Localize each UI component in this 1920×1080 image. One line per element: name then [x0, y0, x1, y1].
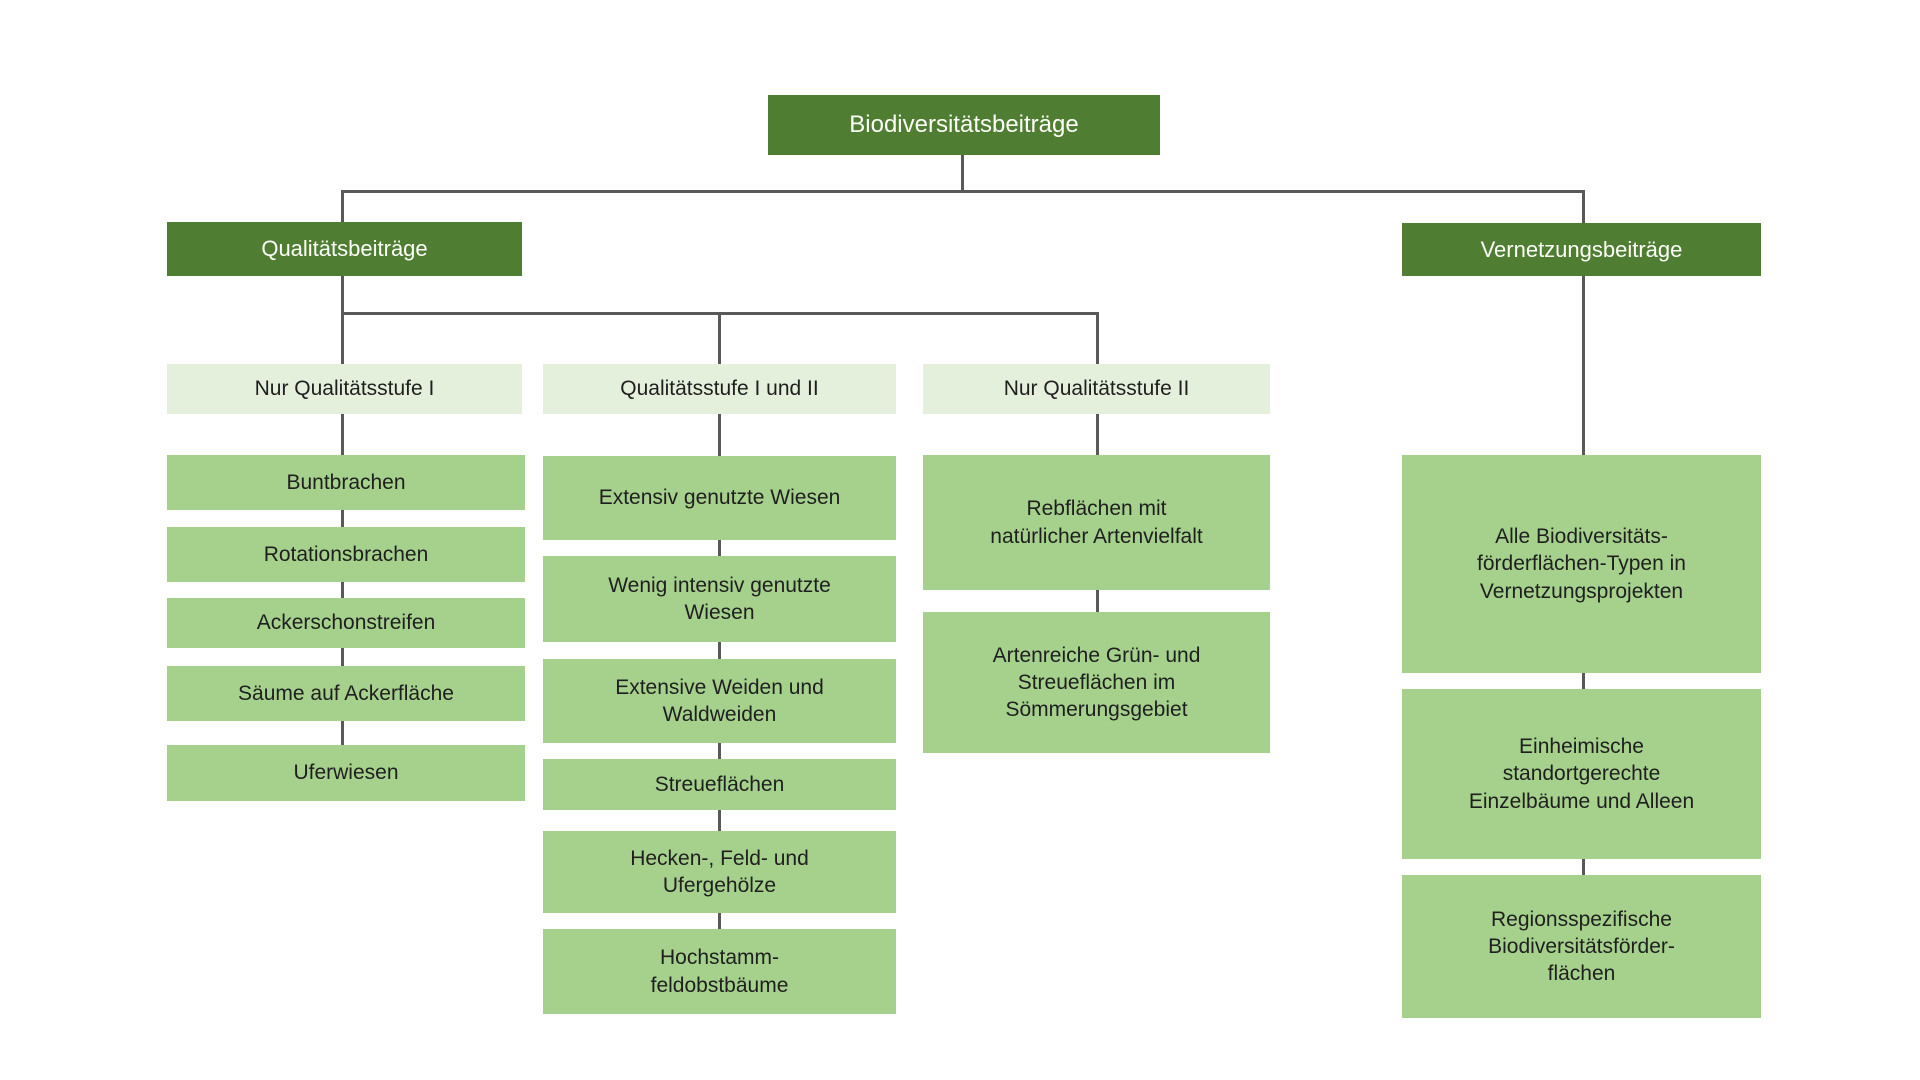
item-node: Wenig intensiv genutzte Wiesen	[543, 556, 896, 642]
quality-branch-node: Qualitätsbeiträge	[167, 222, 522, 276]
connector-col3-link	[1096, 414, 1099, 455]
item-node: Regionsspezifische Biodiversitätsförder-…	[1402, 875, 1761, 1018]
item-node: Säume auf Ackerfläche	[167, 666, 525, 721]
item-node: Hecken-, Feld- und Ufergehölze	[543, 831, 896, 913]
column-header-quality-level-2: Nur Qualitätsstufe II	[923, 364, 1270, 414]
connector-col1-header-drop	[341, 312, 344, 364]
item-node: Ackerschonstreifen	[167, 598, 525, 648]
connector-col2-link	[718, 810, 721, 831]
item-node: Uferwiesen	[167, 745, 525, 801]
connector-col1-link	[341, 510, 344, 527]
item-node: Rebflächen mit natürlicher Artenvielfalt	[923, 455, 1270, 590]
item-node: Buntbrachen	[167, 455, 525, 510]
item-node: Hochstamm- feldobstbäume	[543, 929, 896, 1014]
connector-col3-link	[1096, 590, 1099, 612]
connector-quality-down	[341, 276, 344, 312]
connector-network-drop	[1582, 190, 1585, 223]
connector-col2-link	[718, 743, 721, 759]
connector-col2-link	[718, 642, 721, 659]
network-branch-node: Vernetzungsbeiträge	[1402, 223, 1761, 276]
connector-root-down	[961, 155, 964, 191]
connector-col2-link	[718, 913, 721, 929]
item-node: Rotationsbrachen	[167, 527, 525, 582]
item-node: Extensiv genutzte Wiesen	[543, 456, 896, 540]
connector-col1-link	[341, 721, 344, 745]
connector-network-down	[1582, 276, 1585, 455]
connector-network-link	[1582, 859, 1585, 875]
connector-col1-link	[341, 414, 344, 455]
connector-col1-link	[341, 648, 344, 666]
connector-col2-link	[718, 540, 721, 556]
connector-top-horizontal	[341, 190, 1585, 193]
connector-col3-header-drop	[1096, 312, 1099, 364]
connector-quality-drop	[341, 190, 344, 222]
item-node: Streueflächen	[543, 759, 896, 810]
item-node: Extensive Weiden und Waldweiden	[543, 659, 896, 743]
item-node: Alle Biodiversitäts- förderflächen-Typen…	[1402, 455, 1761, 673]
item-node: Einheimische standortgerechte Einzelbäum…	[1402, 689, 1761, 859]
item-node: Artenreiche Grün- und Streueflächen im S…	[923, 612, 1270, 753]
connector-network-link	[1582, 673, 1585, 689]
root-node: Biodiversitätsbeiträge	[768, 95, 1160, 155]
connector-col1-link	[341, 582, 344, 598]
connector-col2-header-drop	[718, 312, 721, 364]
column-header-quality-level-1-2: Qualitätsstufe I und II	[543, 364, 896, 414]
connector-col2-link	[718, 414, 721, 456]
column-header-quality-level-1: Nur Qualitätsstufe I	[167, 364, 522, 414]
